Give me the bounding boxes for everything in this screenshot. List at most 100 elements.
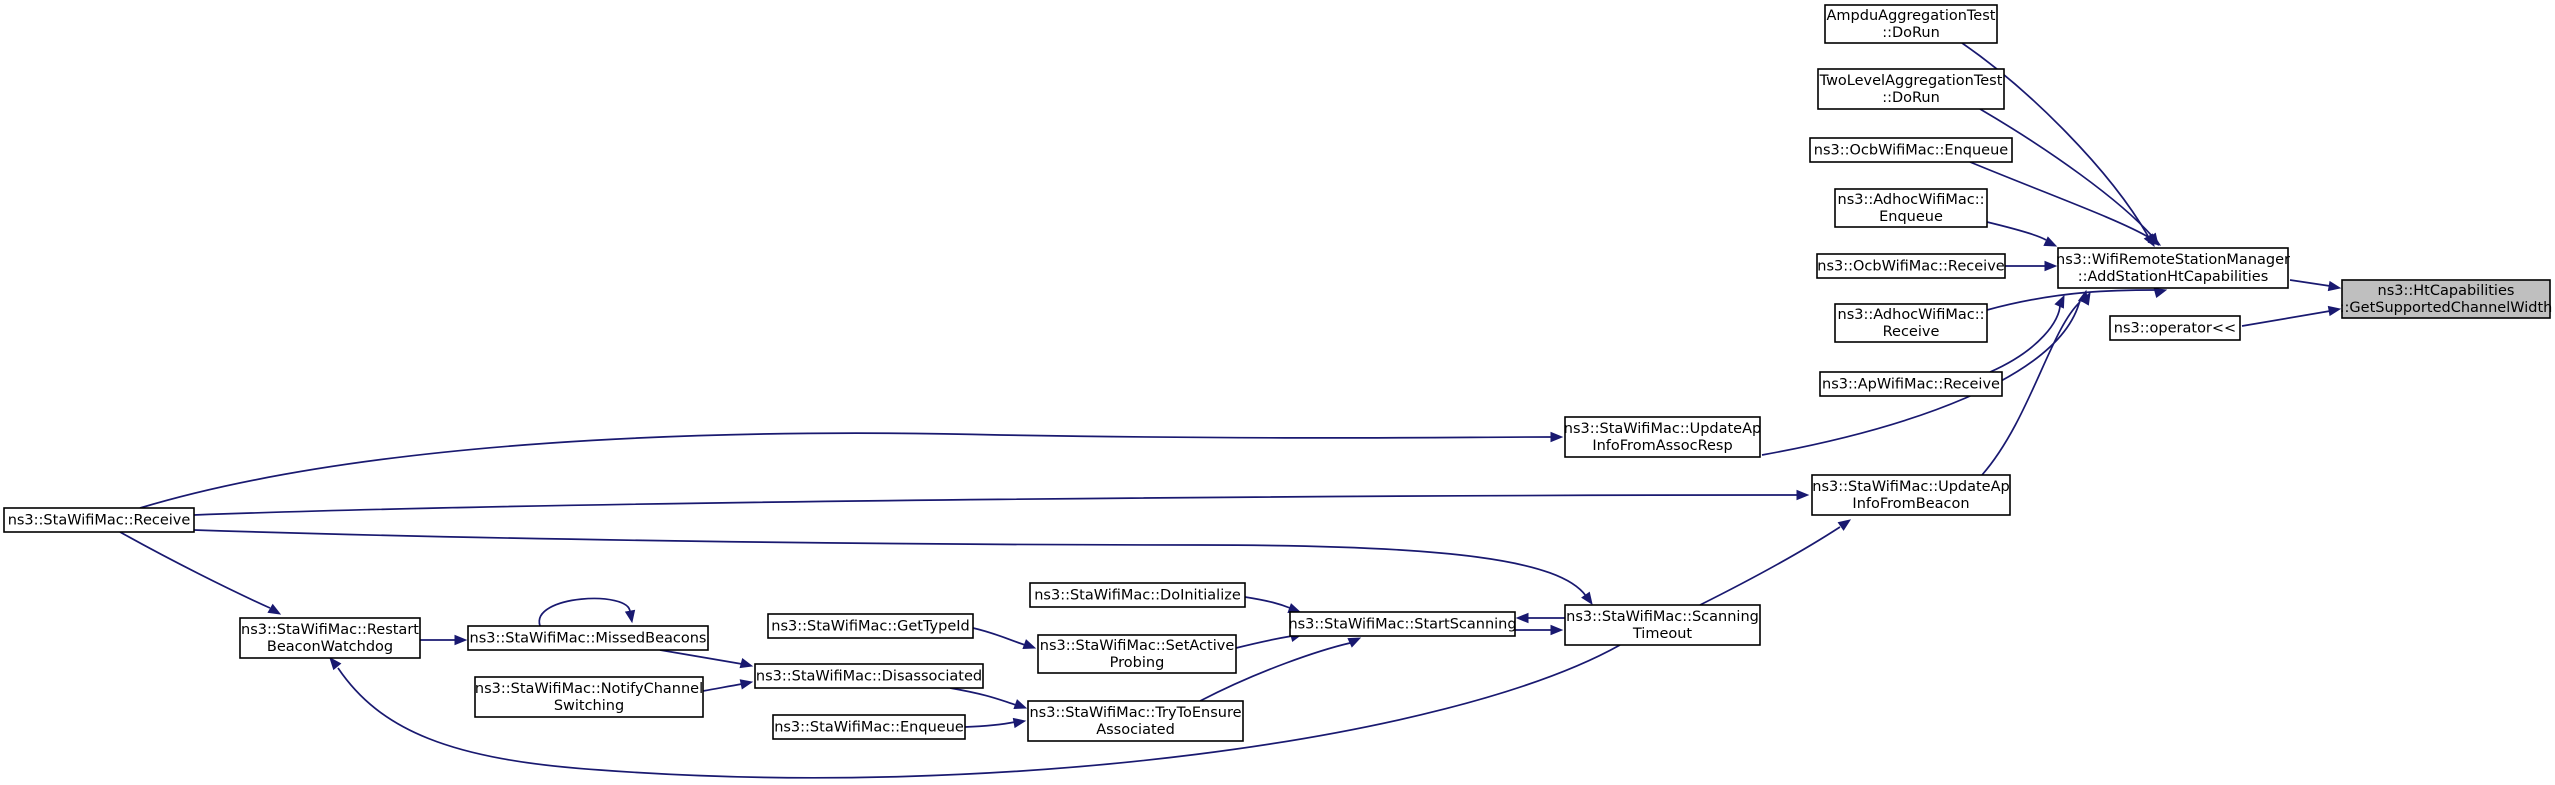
edge-line: [1199, 642, 1351, 702]
node-box: [239, 617, 421, 659]
node-label: Associated: [1096, 722, 1175, 738]
edge-line: [1961, 42, 2149, 237]
node-label: InfoFromAssocResp: [1592, 438, 1732, 454]
edge-line: [2241, 310, 2331, 327]
node-box: [1029, 582, 1246, 608]
node-adhoc-receive[interactable]: ns3::AdhocWifiMac::Receive: [1834, 303, 1988, 343]
edge-line: [659, 649, 743, 665]
node-ocb-receive[interactable]: ns3::OcbWifiMac::Receive: [1816, 253, 2006, 279]
node-box: [2341, 279, 2551, 319]
arrowhead-icon: [1550, 624, 1564, 636]
edge-line: [1244, 596, 1291, 609]
arrowhead-icon: [624, 609, 636, 624]
edge-scan_timeout-to-start_scanning: [1515, 612, 1565, 624]
node-label: InfoFromBeacon: [1852, 496, 1969, 512]
node-start-scanning[interactable]: ns3::StaWifiMac::StartScanning: [1288, 611, 1517, 637]
node-box: [1027, 700, 1244, 742]
node-update-assoc[interactable]: ns3::StaWifiMac::UpdateApInfoFromAssocRe…: [1564, 416, 1761, 458]
node-sta-enqueue[interactable]: ns3::StaWifiMac::Enqueue: [772, 714, 966, 740]
node-box: [1564, 416, 1761, 458]
arrowhead-icon: [1012, 717, 1027, 729]
node-add-station[interactable]: ns3::WifiRemoteStationManager::AddStatio…: [2056, 247, 2290, 289]
edge-line: [1761, 299, 2081, 456]
node-disassociated[interactable]: ns3::StaWifiMac::Disassociated: [754, 663, 984, 689]
node-ap-receive[interactable]: ns3::ApWifiMac::Receive: [1819, 371, 2003, 397]
node-box: [1834, 303, 1988, 343]
arrowhead-icon: [1515, 612, 1529, 624]
node-label: ns3::StaWifiMac::MissedBeacons: [470, 631, 707, 647]
node-label: ns3::StaWifiMac::GetTypeId: [771, 619, 969, 635]
arrowhead-icon: [1287, 603, 1302, 613]
edge-line: [2289, 279, 2331, 287]
node-label: ns3::StaWifiMac::Enqueue: [774, 720, 964, 736]
edge-missed_beacons-to-missed_beacons: [538, 597, 636, 627]
node-box: [1811, 474, 2011, 516]
arrowhead-icon: [2043, 236, 2058, 247]
arrowhead-icon: [1581, 591, 1593, 606]
edges-layer: [119, 42, 2342, 779]
node-label: ns3::AdhocWifiMac::: [1838, 192, 1985, 208]
edge-add_station-to-ht_getsupported: [2289, 279, 2342, 292]
node-box: [2057, 247, 2289, 289]
arrowhead-icon: [1837, 519, 1852, 531]
edge-disassociated-to-try_ensure: [949, 687, 1028, 709]
node-ocb-enqueue[interactable]: ns3::OcbWifiMac::Enqueue: [1809, 137, 2013, 163]
edge-line: [1986, 221, 2047, 241]
node-box: [1816, 253, 2006, 279]
node-box: [1289, 611, 1516, 637]
edge-line: [702, 683, 743, 692]
node-box: [3, 507, 195, 533]
edge-operator-to-ht_getsupported: [2241, 305, 2342, 327]
node-box: [2109, 315, 2241, 341]
arrowhead-icon: [454, 634, 468, 646]
edge-sta_receive-to-scan_timeout: [193, 529, 1593, 606]
edge-line: [1989, 304, 2061, 373]
node-box: [1809, 137, 2013, 163]
arrowhead-icon: [1013, 699, 1028, 709]
node-box: [1834, 188, 1988, 228]
node-get-typeid[interactable]: ns3::StaWifiMac::GetTypeId: [767, 613, 974, 639]
edge-start_scanning-to-scan_timeout: [1515, 624, 1564, 636]
node-label: ns3::StaWifiMac::DoInitialize: [1034, 588, 1241, 604]
arrowhead-icon: [2153, 287, 2168, 299]
arrowhead-icon: [267, 603, 282, 615]
edge-line: [964, 721, 1016, 728]
arrowhead-icon: [2079, 291, 2091, 306]
arrowhead-icon: [2054, 294, 2065, 309]
node-missed-beacons[interactable]: ns3::StaWifiMac::MissedBeacons: [467, 625, 709, 651]
node-ampdu[interactable]: AmpduAggregationTest::DoRun: [1824, 4, 1998, 44]
node-label: ns3::ApWifiMac::Receive: [1822, 377, 2000, 393]
node-box: [1037, 634, 1237, 674]
edge-ocb_enqueue-to-add_station: [1969, 161, 2162, 246]
node-label: Timeout: [1632, 626, 1693, 642]
node-ht-getsupported: ns3::HtCapabilities::GetSupportedChannel…: [2340, 279, 2552, 319]
node-twolevel[interactable]: TwoLevelAggregationTest::DoRun: [1817, 68, 2005, 110]
edge-line: [972, 627, 1026, 646]
node-sta-receive[interactable]: ns3::StaWifiMac::Receive: [3, 507, 195, 533]
node-box: [474, 676, 704, 718]
edge-line: [949, 687, 1017, 706]
node-box: [467, 625, 709, 651]
arrowhead-icon: [1022, 639, 1037, 649]
edge-scan_timeout-to-restart_watchdog: [329, 644, 1621, 779]
edge-sta_enqueue-to-try_ensure: [964, 717, 1027, 729]
node-do-initialize[interactable]: ns3::StaWifiMac::DoInitialize: [1029, 582, 1246, 608]
arrowhead-icon: [2147, 234, 2162, 246]
node-label: Probing: [1110, 655, 1165, 671]
arrowhead-icon: [739, 679, 754, 690]
node-label: ::DoRun: [1882, 90, 1940, 106]
node-label: Switching: [554, 698, 624, 714]
edge-do_initialize-to-start_scanning: [1244, 596, 1302, 613]
node-operator[interactable]: ns3::operator<<: [2109, 315, 2241, 341]
edge-missed_beacons-to-disassociated: [659, 649, 754, 669]
node-adhoc-enqueue[interactable]: ns3::AdhocWifiMac::Enqueue: [1834, 188, 1988, 228]
edge-update_beacon-to-add_station: [1981, 291, 2091, 476]
node-label: ns3::operator<<: [2114, 321, 2236, 337]
